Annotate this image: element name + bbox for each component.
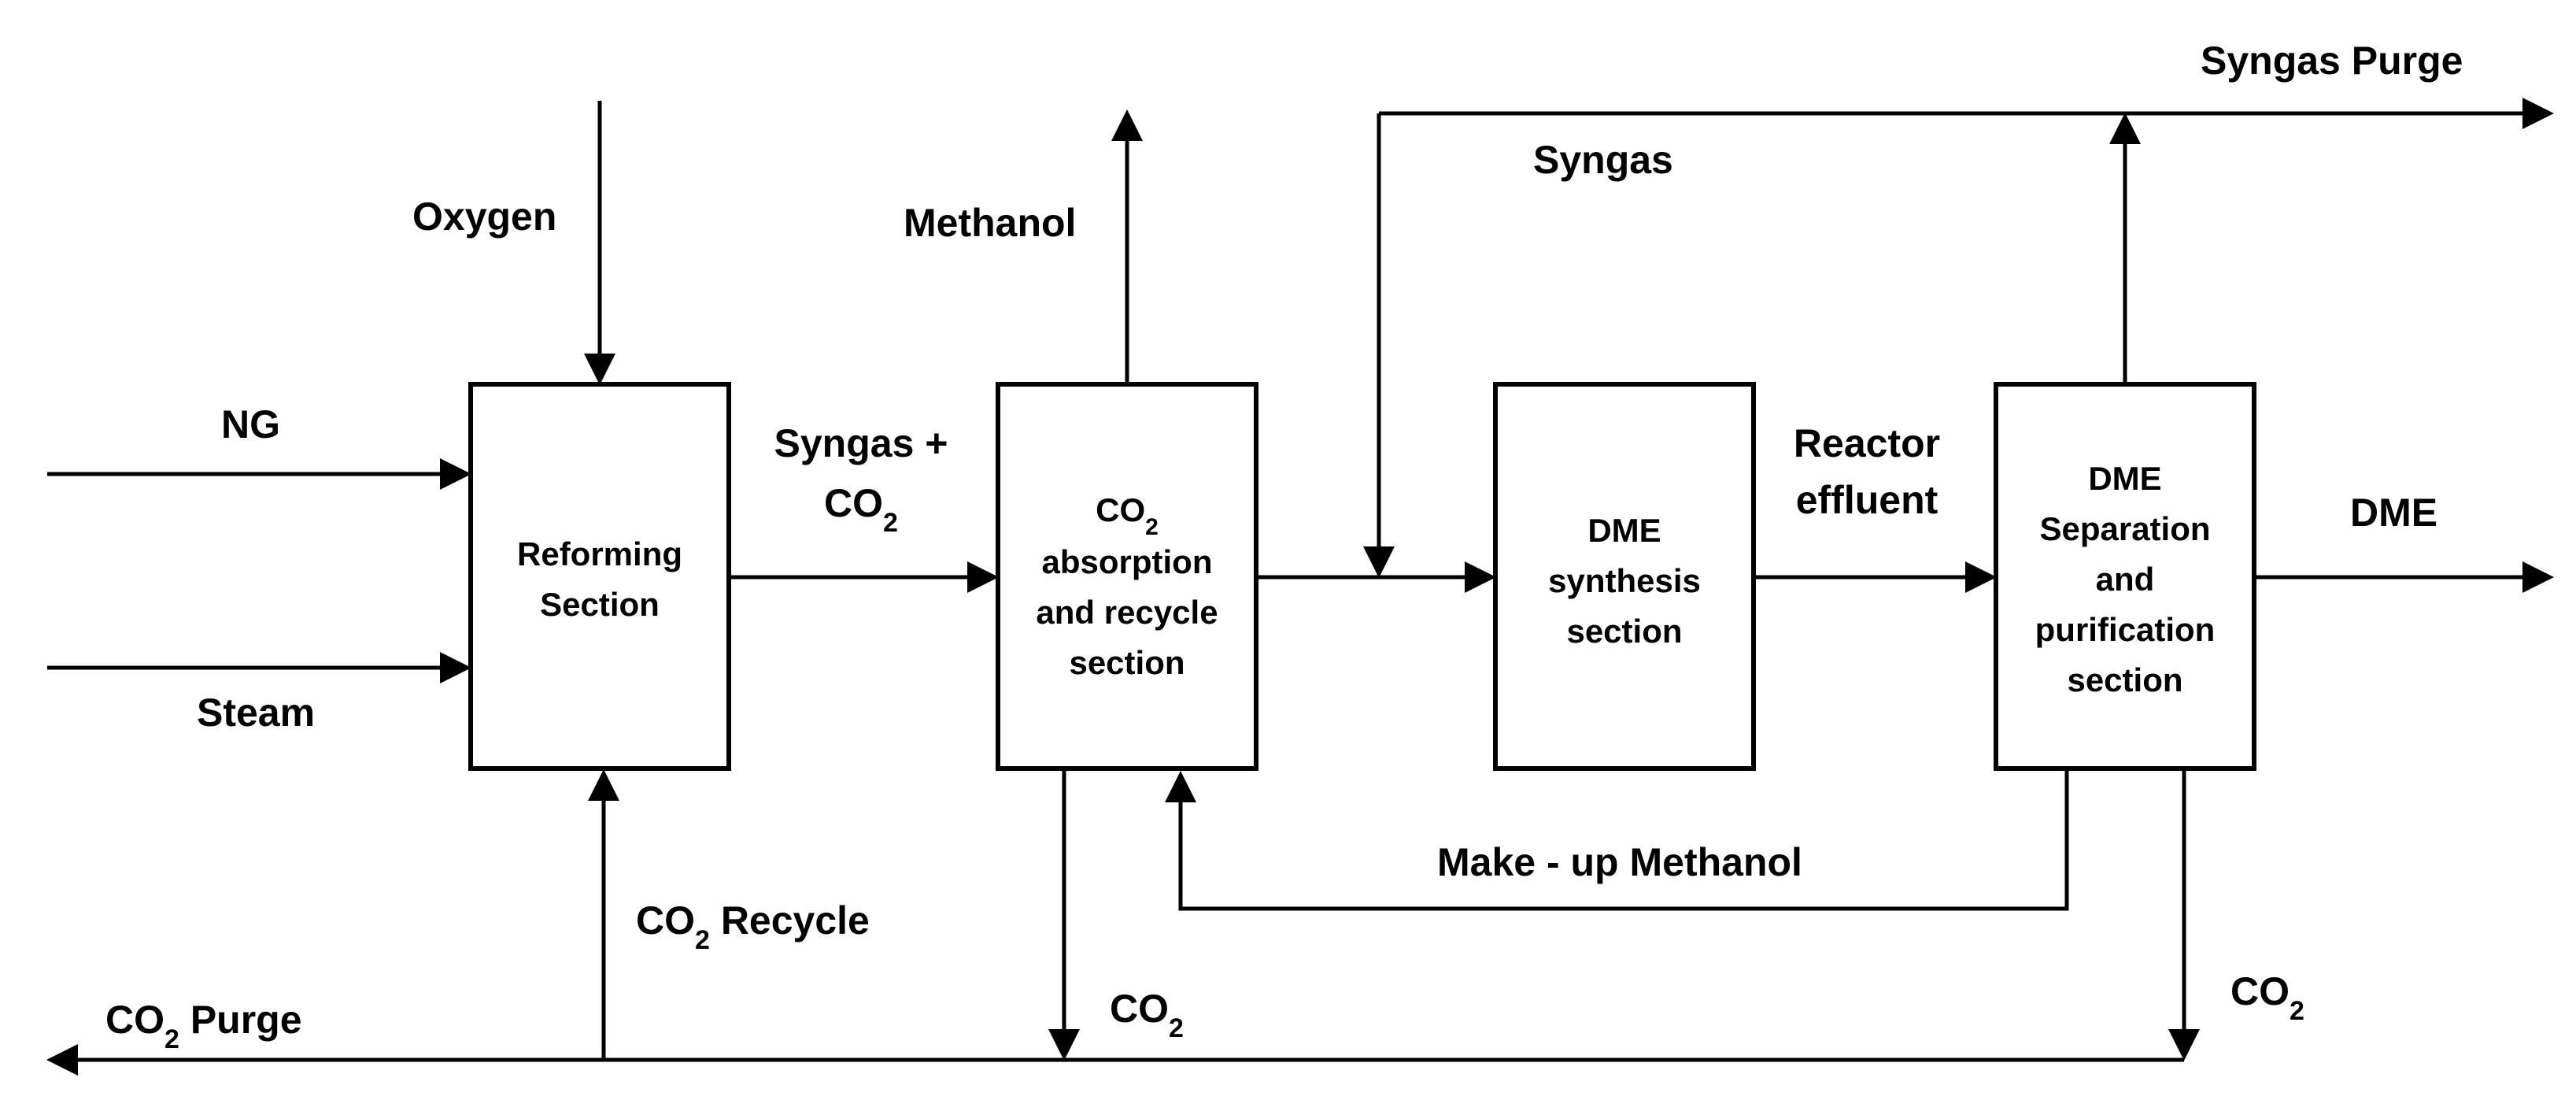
dme-separation-label-line1: DME xyxy=(2088,460,2161,497)
co2-right-label: CO2 xyxy=(2230,969,2304,1026)
syngas-label: Syngas xyxy=(1533,138,1673,182)
co2-recycle-label: CO2 Recycle xyxy=(636,898,870,955)
reforming-label-line2: Section xyxy=(540,586,660,623)
dme-synthesis-block: DME synthesis section xyxy=(1493,382,1756,771)
dme-synthesis-label-line2: synthesis xyxy=(1548,562,1701,599)
dme-separation-label-line2: Separation xyxy=(2039,510,2210,547)
co2-absorption-label-line4: section xyxy=(1069,644,1185,681)
dme-separation-label-line3: and xyxy=(2096,561,2155,598)
co2-absorption-block: CO2 absorption and recycle section xyxy=(996,382,1258,771)
reforming-label-line1: Reforming xyxy=(517,535,682,572)
makeup-methanol-arrow xyxy=(1165,771,2069,911)
oxygen-label: Oxygen xyxy=(412,194,556,239)
dme-separation-label-line4: purification xyxy=(2035,611,2216,648)
methanol-label: Methanol xyxy=(904,201,1076,245)
co2-mid-label: CO2 xyxy=(1110,987,1184,1043)
co2-absorption-label-line3: and recycle xyxy=(1036,594,1218,631)
co2-absorption-label-line2: absorption xyxy=(1042,543,1213,580)
makeup-methanol-label: Make - up Methanol xyxy=(1437,840,1802,884)
dme-label: DME xyxy=(2350,491,2437,535)
steam-label: Steam xyxy=(197,691,315,735)
dme-separation-block: DME Separation and purification section xyxy=(1994,382,2256,771)
reactor-effluent-label-line2: effluent xyxy=(1796,478,1938,522)
ng-label: NG xyxy=(221,402,280,446)
dme-synthesis-label-line3: section xyxy=(1566,613,1682,650)
syngas-purge-label: Syngas Purge xyxy=(2201,39,2463,83)
syngas-co2-label-line1: Syngas + xyxy=(774,421,948,465)
dme-separation-label-line5: section xyxy=(2067,661,2182,698)
reactor-effluent-label-line1: Reactor xyxy=(1794,421,1940,465)
syngas-co2-label-line2: CO2 xyxy=(824,481,898,538)
reforming-section-block: Reforming Section xyxy=(468,382,731,771)
dme-synthesis-label-line1: DME xyxy=(1587,512,1661,549)
co2-absorption-label-line1: CO2 xyxy=(1096,491,1159,540)
co2-purge-label: CO2 Purge xyxy=(105,998,302,1054)
